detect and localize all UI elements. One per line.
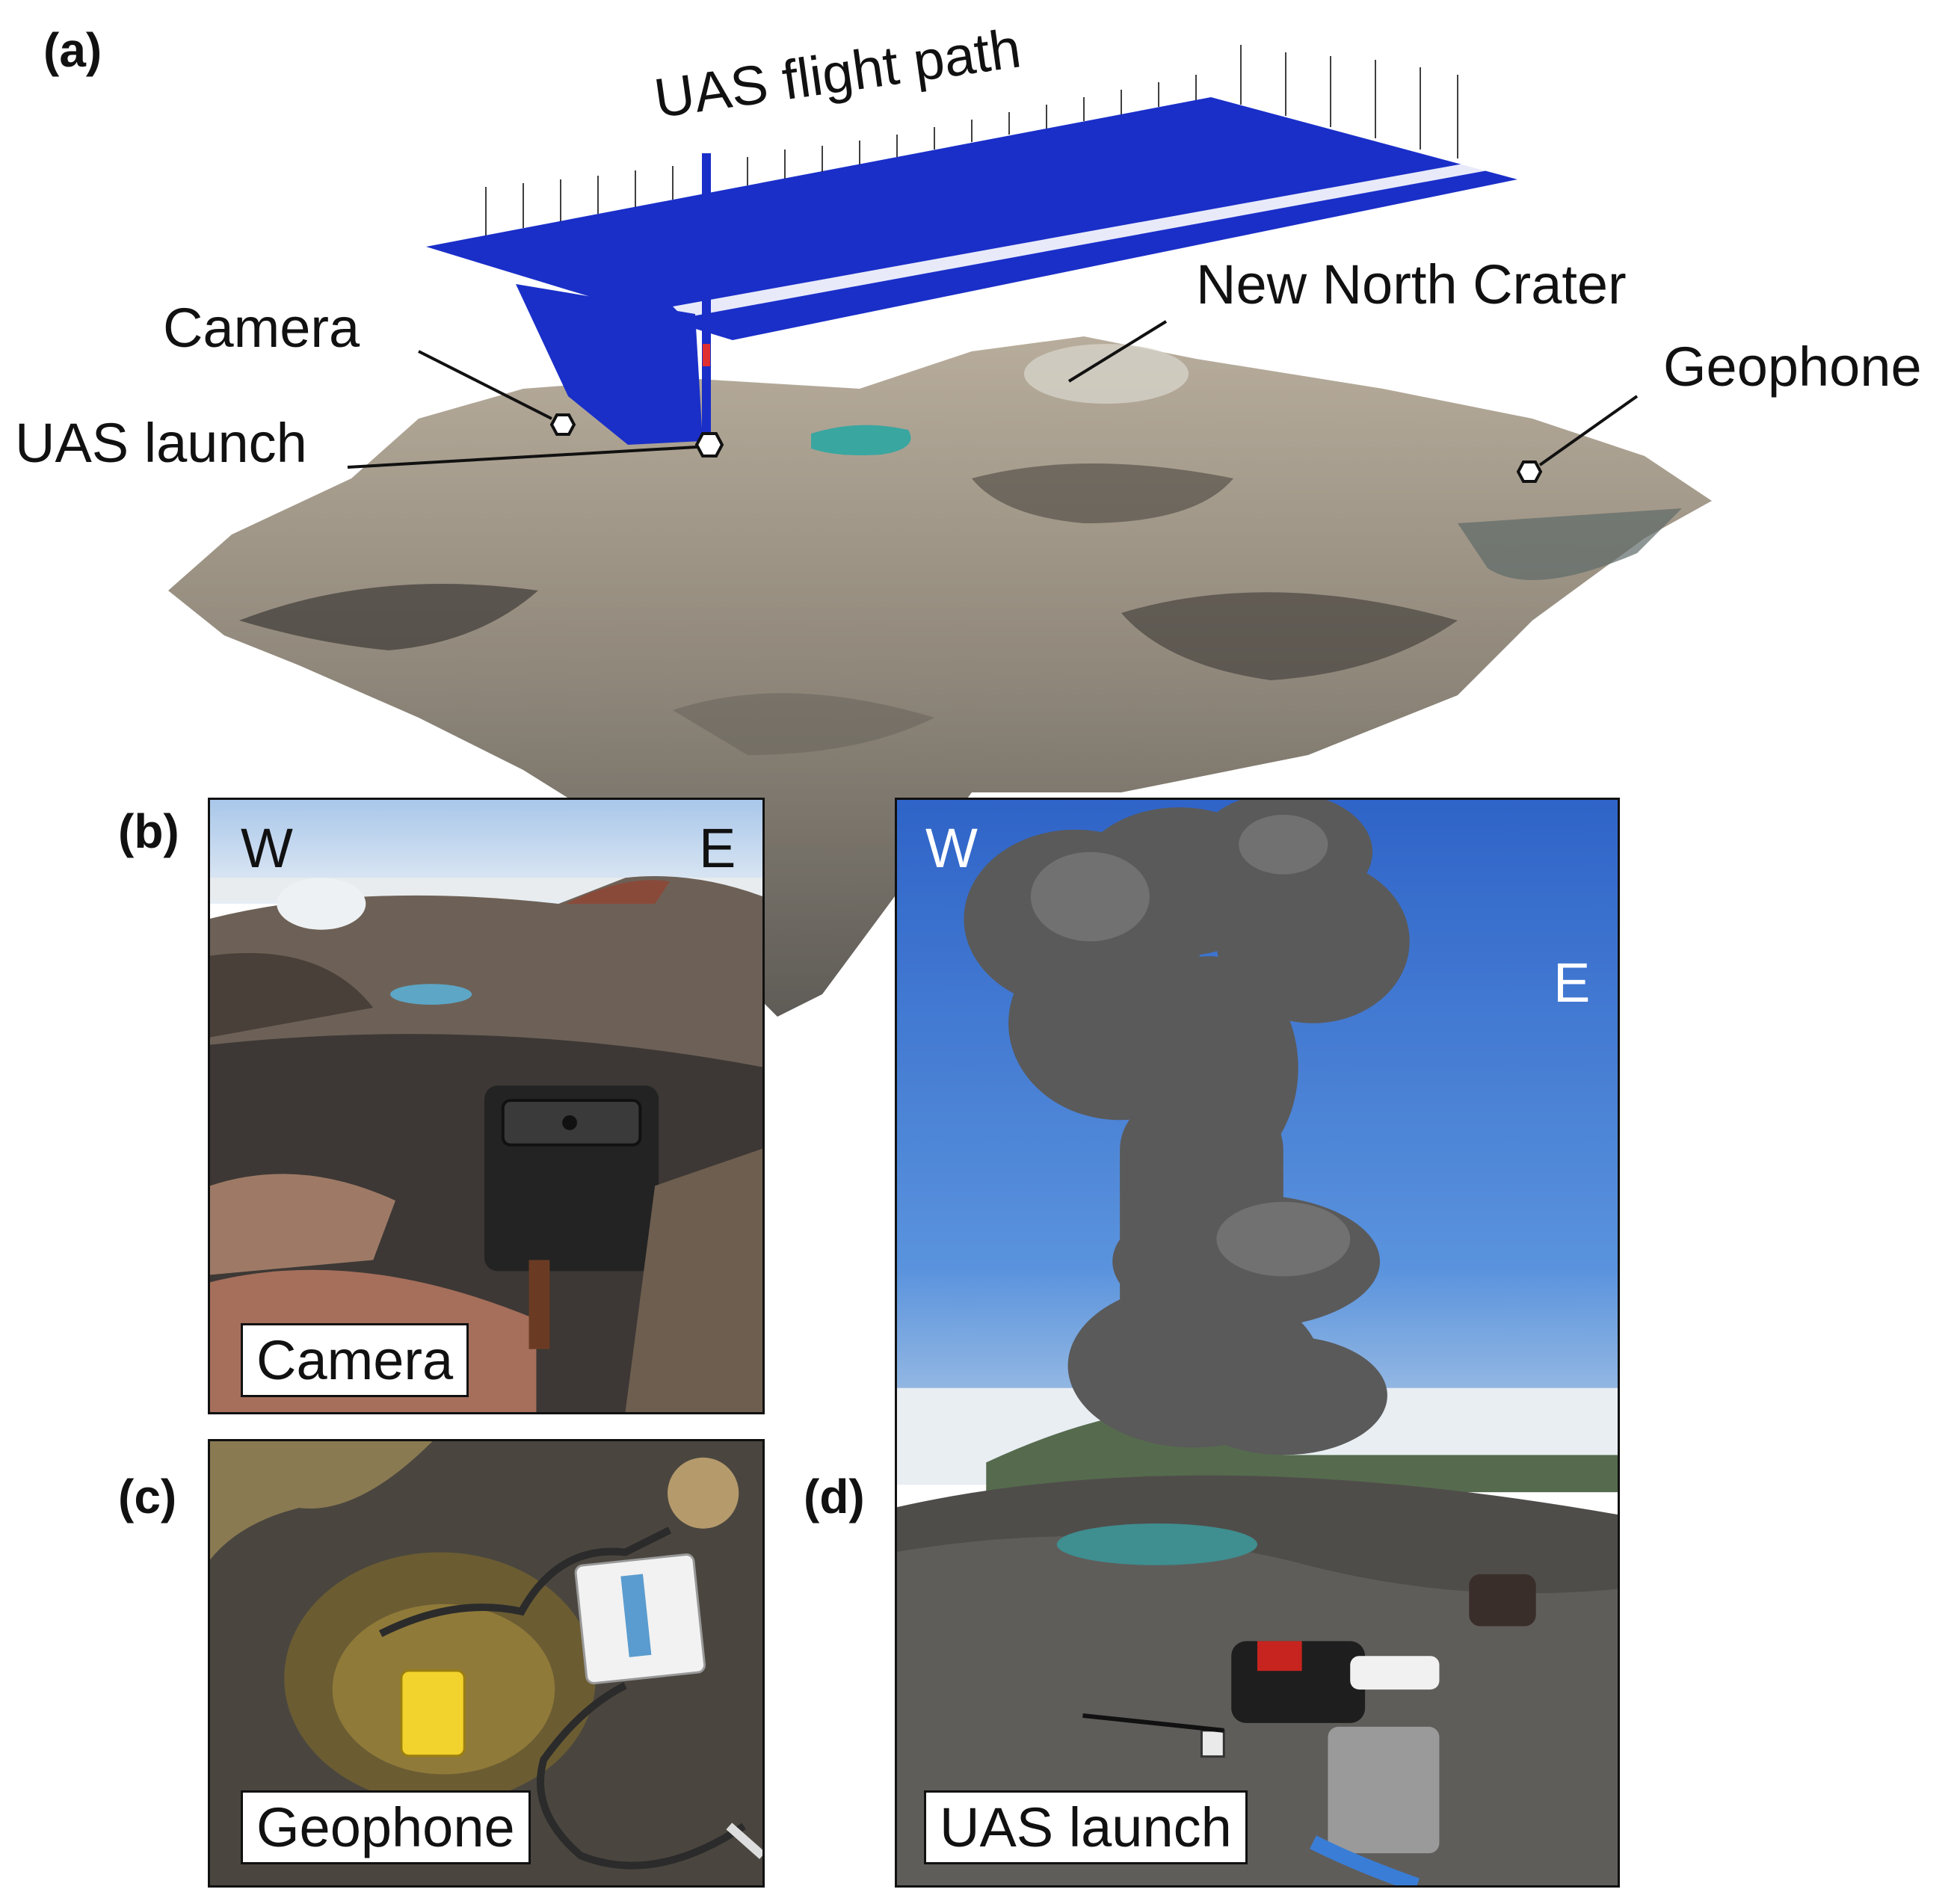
panel-a-terrain-model — [168, 45, 1712, 1017]
panel-d-letter: (d) — [804, 1470, 865, 1523]
crater-lake — [811, 425, 911, 455]
label-new-north-crater: New North Crater — [1196, 253, 1627, 315]
crater-lake-d — [1056, 1523, 1257, 1565]
panel-b-east-label: E — [699, 817, 736, 879]
panel-d-photo-uas-launch — [895, 798, 1620, 1888]
terrain-surface — [168, 336, 1712, 1017]
panel-a-letter: (a) — [43, 23, 102, 77]
panel-c-letter: (c) — [118, 1470, 177, 1523]
panel-d-east-label: E — [1553, 952, 1591, 1014]
panel-d-west-label: W — [925, 817, 978, 879]
geophone-marker — [1516, 460, 1543, 483]
panel-c-caption: Geophone — [241, 1790, 531, 1865]
panel-b-letter: (b) — [118, 804, 179, 858]
camera-marker — [549, 413, 576, 436]
flight-path-plane — [426, 97, 1517, 340]
label-geophone: Geophone — [1663, 336, 1922, 398]
label-uas-launch: UAS launch — [15, 412, 307, 474]
label-camera: Camera — [163, 297, 360, 359]
panel-b-caption: Camera — [241, 1323, 469, 1398]
panel-d-caption: UAS launch — [924, 1790, 1248, 1865]
panel-b-photo-camera — [208, 798, 765, 1414]
launch-marker — [694, 432, 724, 457]
geophone-sensor — [400, 1669, 466, 1757]
drone — [1350, 1656, 1440, 1690]
panel-b-west-label: W — [241, 817, 293, 879]
